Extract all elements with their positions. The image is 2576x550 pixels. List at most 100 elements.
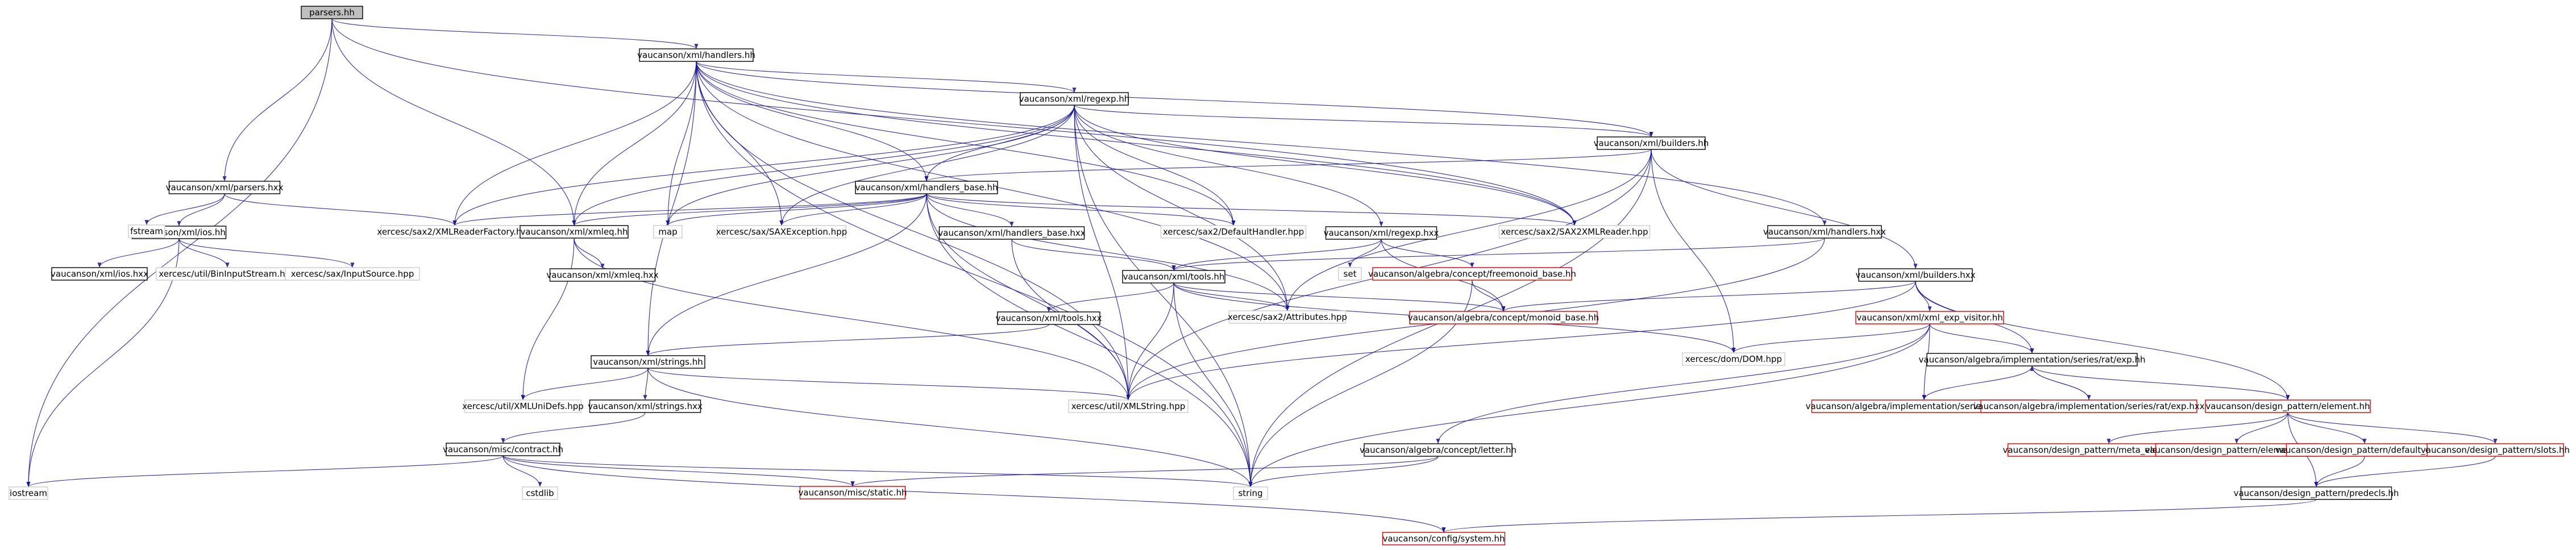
- node-handlers-base-hxx[interactable]: vaucanson/xml/handlers_base.hxx: [938, 226, 1086, 240]
- edge-strings_hh-to-xmlstring: [647, 368, 1131, 401]
- node-static-hh[interactable]: vaucanson/misc/static.hh: [799, 486, 907, 499]
- edge-handlers_hh-to-string: [696, 61, 1253, 488]
- node-box: [1498, 225, 1651, 239]
- node-sax2reader[interactable]: xercesc/sax2/SAX2XMLReader.hpp: [1498, 225, 1651, 239]
- edge-handlers_hh-to-map: [666, 61, 697, 226]
- node-label: xercesc/util/XMLString.hpp: [1071, 401, 1186, 411]
- node-label: set: [1344, 269, 1357, 279]
- node-set[interactable]: set: [1338, 267, 1362, 281]
- node-system-hh[interactable]: vaucanson/config/system.hh: [1382, 532, 1506, 545]
- edge-builders_hxx-to-element_hh: [1915, 281, 2290, 401]
- edge-letter_hh-to-string: [1248, 456, 1439, 488]
- node-binstream[interactable]: xercesc/util/BinInputStream.hpp: [156, 267, 299, 281]
- node-parsers-hxx[interactable]: vaucanson/xml/parsers.hxx: [166, 181, 284, 194]
- edge-exp_hh-to-element_hh: [2031, 365, 2290, 401]
- node-tools-hh[interactable]: vaucanson/xml/tools.hh: [1122, 270, 1225, 284]
- node-exp-hh[interactable]: vaucanson/algebra/implementation/series/…: [1919, 353, 2146, 366]
- edge-contract_hh-to-cstdlib: [502, 455, 542, 488]
- node-box: [549, 268, 656, 282]
- node-box: [589, 399, 701, 413]
- node-box: [1926, 353, 2138, 366]
- edge-handlers_base_hh-to-strings_hh: [646, 193, 927, 356]
- edge-contract_hh-to-string: [502, 455, 1253, 488]
- edge-regexp_hh-to-map: [666, 105, 1075, 226]
- node-exp-hxx[interactable]: vaucanson/algebra/implementation/series/…: [1973, 399, 2205, 413]
- node-handlers-base-hh[interactable]: vaucanson/xml/handlers_base.hh: [855, 181, 998, 194]
- nodes-layer: parsers.hh vaucanson/xml/handlers.hh vauca…: [9, 6, 2570, 545]
- edge-parsers_hh-to-sax2reader: [331, 18, 1577, 226]
- node-ios-hxx[interactable]: vaucanson/xml/ios.hxx: [51, 267, 148, 281]
- node-strings-hxx[interactable]: vaucanson/xml/strings.hxx: [588, 399, 703, 413]
- edge-regexp_hh-to-string: [1074, 105, 1253, 488]
- node-iostream[interactable]: iostream: [9, 486, 48, 500]
- node-saxexception[interactable]: xercesc/sax/SAXException.hpp: [716, 225, 847, 239]
- node-label: parsers.hh: [309, 7, 355, 18]
- node-regexp-hh[interactable]: vaucanson/xml/regexp.hh: [1019, 92, 1130, 106]
- node-builders-hh[interactable]: vaucanson/xml/builders.hh: [1594, 136, 1709, 150]
- edge-handlers_base_hh-to-readerfactory: [452, 193, 927, 226]
- node-slots-hh[interactable]: vaucanson/design_pattern/slots.hh: [2421, 443, 2570, 457]
- node-cstdlib[interactable]: cstdlib: [522, 486, 558, 500]
- node-fstream[interactable]: fstream: [128, 224, 165, 238]
- node-attributes[interactable]: xercesc/sax2/Attributes.hpp: [1228, 310, 1347, 324]
- node-label: vaucanson/xml/regexp.hxx: [1324, 228, 1439, 238]
- node-map[interactable]: map: [653, 225, 683, 239]
- node-element-hh[interactable]: vaucanson/design_pattern/element.hh: [2205, 399, 2371, 413]
- node-xmleq-hh[interactable]: vaucanson/xml/xmleq.hh: [520, 225, 629, 239]
- edge-regexp_hh-to-xmleq_hh: [572, 105, 1075, 226]
- node-predecls[interactable]: vaucanson/design_pattern/predecls.hh: [2234, 486, 2399, 500]
- node-contract-hh[interactable]: vaucanson/misc/contract.hh: [443, 443, 563, 456]
- node-xmlstring[interactable]: xercesc/util/XMLString.hpp: [1068, 399, 1189, 413]
- edge-handlers_hh-to-builders_hh: [696, 61, 1653, 138]
- node-string[interactable]: string: [1233, 486, 1268, 500]
- node-label: vaucanson/xml/builders.hh: [1594, 138, 1709, 148]
- node-inputsource[interactable]: xercesc/sax/InputSource.hpp: [285, 267, 420, 281]
- node-label: vaucanson/xml/handlers_base.hh: [855, 182, 998, 193]
- node-xmleq-hxx[interactable]: vaucanson/xml/xmleq.hxx: [546, 268, 659, 282]
- node-label: vaucanson/xml/tools.hh: [1123, 272, 1225, 282]
- edge-handlers_base_hh-to-defaulthandler: [926, 193, 1236, 226]
- node-monoid-base[interactable]: vaucanson/algebra/concept/monoid_base.hh: [1408, 311, 1599, 324]
- node-defaulthandler[interactable]: xercesc/sax2/DefaultHandler.hpp: [1160, 225, 1307, 239]
- edge-ios_hh-to-ios_hxx: [97, 238, 180, 268]
- node-box: [938, 226, 1085, 240]
- node-letter-hh[interactable]: vaucanson/algebra/concept/letter.hh: [1360, 443, 1516, 457]
- node-handlers-hh[interactable]: vaucanson/xml/handlers.hh: [637, 48, 755, 62]
- node-label: iostream: [10, 488, 47, 498]
- edge-tools_hh-to-tools_hxx: [1046, 282, 1174, 312]
- edge-regexp_hh-to-saxexception: [779, 105, 1075, 226]
- node-regexp-hxx[interactable]: vaucanson/xml/regexp.hxx: [1324, 226, 1439, 240]
- node-exp-visitor[interactable]: vaucanson/xml/xml_exp_visitor.hh: [1855, 311, 2004, 324]
- node-label: vaucanson/xml/tools.hxx: [995, 313, 1102, 323]
- edge-strings_hxx-to-contract_hh: [501, 412, 646, 444]
- edge-regexp_hxx-to-freemonoid: [1381, 239, 1474, 268]
- node-dom[interactable]: xercesc/dom/DOM.hpp: [1682, 352, 1785, 366]
- edge-builders_hxx-to-monoid_base: [1501, 281, 1916, 312]
- node-tools-hxx[interactable]: vaucanson/xml/tools.hxx: [995, 311, 1102, 325]
- node-label: xercesc/util/BinInputStream.hpp: [159, 269, 296, 279]
- node-strings-hh[interactable]: vaucanson/xml/strings.hh: [591, 355, 705, 369]
- node-box: [1228, 310, 1347, 324]
- node-readerfactory[interactable]: xercesc/sax2/XMLReaderFactory.hpp: [377, 225, 533, 239]
- node-parsers-hh[interactable]: parsers.hh: [301, 6, 363, 19]
- edge-ios_hh-to-binstream: [178, 238, 230, 268]
- node-label: vaucanson/design_pattern/default_ops.hh: [2275, 445, 2454, 456]
- node-label: vaucanson/config/system.hh: [1382, 534, 1505, 544]
- edge-strings_hh-to-strings_hxx: [643, 368, 649, 401]
- edge-handlers_hh-to-xmleq_hh: [572, 61, 697, 226]
- node-builders-hxx[interactable]: vaucanson/xml/builders.hxx: [1856, 268, 1976, 282]
- edge-handlers_hh-to-sax2reader: [696, 61, 1577, 226]
- node-default-ops[interactable]: vaucanson/design_pattern/default_ops.hh: [2275, 443, 2454, 457]
- node-freemonoid[interactable]: vaucanson/algebra/concept/freemonoid_bas…: [1368, 267, 1576, 281]
- node-handlers-hxx[interactable]: vaucanson/xml/handlers.hxx: [1763, 225, 1886, 239]
- node-label: vaucanson/xml/strings.hh: [593, 357, 703, 367]
- node-label: vaucanson/design_pattern/predecls.hh: [2234, 488, 2399, 499]
- node-label: vaucanson/xml/builders.hxx: [1856, 270, 1976, 280]
- node-label: vaucanson/design_pattern/slots.hh: [2421, 445, 2570, 456]
- node-box: [1325, 226, 1437, 240]
- node-label: string: [1238, 488, 1262, 498]
- node-box: [446, 443, 560, 456]
- node-label: vaucanson/xml/regexp.hh: [1019, 94, 1130, 104]
- node-unidefs[interactable]: xercesc/util/XMLUniDefs.hpp: [462, 399, 584, 413]
- node-label: vaucanson/xml/handlers.hxx: [1763, 227, 1886, 237]
